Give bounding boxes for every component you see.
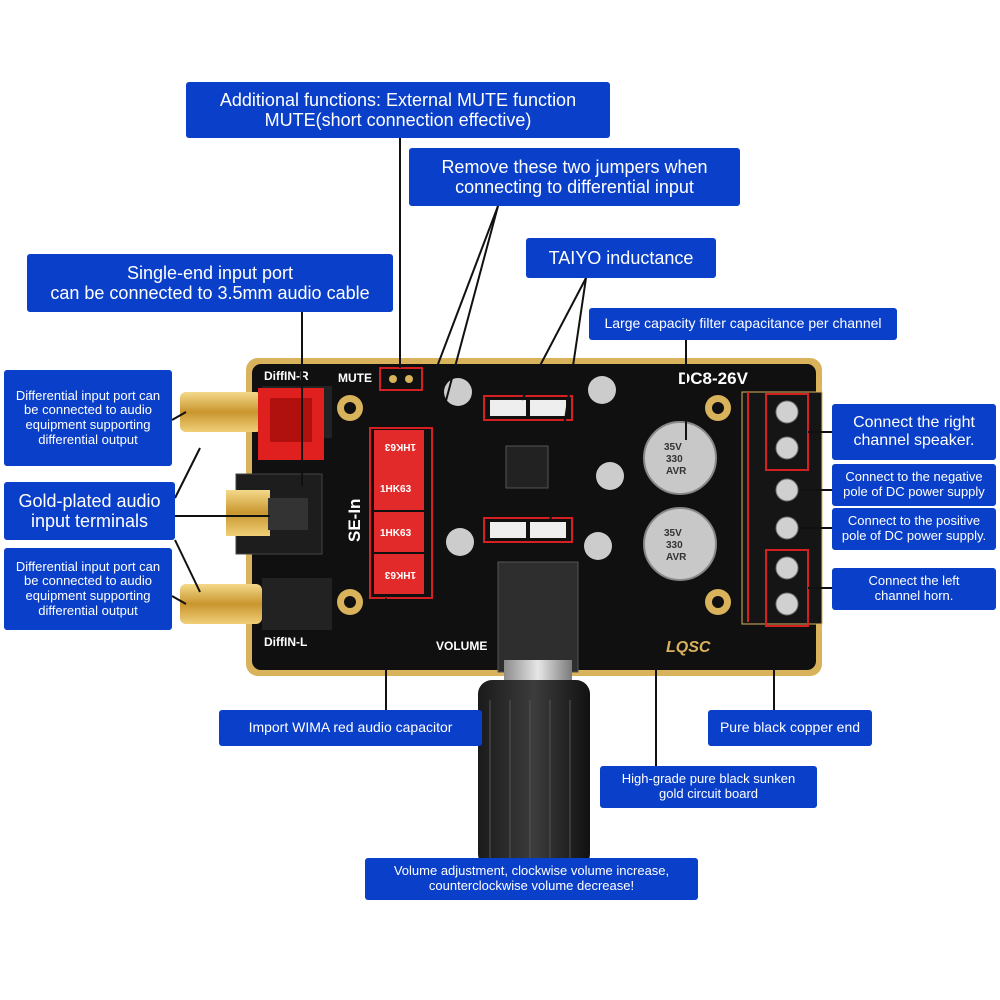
callout-circuit-board: High-grade pure black sunken gold circui… — [600, 766, 817, 808]
callout-gold-plated: Gold-plated audio input terminals — [4, 482, 175, 540]
callout-diff-r: Differential input port can be connected… — [4, 370, 172, 466]
terminal-screws — [775, 400, 799, 616]
svg-text:35V: 35V — [664, 442, 682, 453]
callout-wima: Import WIMA red audio capacitor — [219, 710, 482, 746]
callout-left-horn: Connect the left channel horn. — [832, 568, 996, 610]
silk-dc: DC8-26V — [678, 369, 749, 388]
silk-diffin-r: DiffIN-R — [264, 369, 309, 383]
silk-volume: VOLUME — [436, 639, 487, 653]
callout-pos-pole: Connect to the positive pole of DC power… — [832, 508, 996, 550]
callout-diff-l: Differential input port can be connected… — [4, 548, 172, 630]
wima-cap-codes: 1HK63 1HK63 1HK63 1HK63 — [380, 441, 416, 580]
cap-code-4: 1HK63 — [384, 569, 416, 580]
silk-mute: MUTE — [338, 371, 372, 385]
elec-cap-text-2: 35V 330 AVR — [664, 528, 687, 563]
elec-cap-text-1: 35V 330 AVR — [664, 442, 687, 477]
cap-code-3: 1HK63 — [380, 528, 412, 539]
filter-capacitors — [643, 421, 717, 581]
silk-brand: LQSC — [666, 639, 711, 656]
volume-knob — [478, 680, 590, 868]
rca-jack-left — [180, 578, 332, 630]
volume-potentiometer — [497, 561, 579, 673]
silk-se-in: SE-In — [345, 499, 364, 542]
callout-copper-end: Pure black copper end — [708, 710, 872, 746]
svg-text:330: 330 — [666, 454, 683, 465]
svg-text:AVR: AVR — [666, 552, 687, 563]
cap-code-2: 1HK63 — [380, 484, 412, 495]
callout-right-speaker: Connect the right channel speaker. — [832, 404, 996, 460]
callout-filter-cap: Large capacity filter capacitance per ch… — [589, 308, 897, 340]
callout-neg-pole: Connect to the negative pole of DC power… — [832, 464, 996, 506]
silk-diffin-l: DiffIN-L — [264, 635, 307, 649]
leader-lines — [171, 138, 832, 868]
svg-text:35V: 35V — [664, 528, 682, 539]
callout-mute: Additional functions: External MUTE func… — [186, 82, 610, 138]
callout-taiyo: TAIYO inductance — [526, 238, 716, 278]
callout-jumpers: Remove these two jumpers when connecting… — [409, 148, 740, 206]
callout-volume-adj: Volume adjustment, clockwise volume incr… — [365, 858, 698, 900]
svg-text:AVR: AVR — [666, 466, 687, 477]
callout-single-end: Single-end input port can be connected t… — [27, 254, 393, 312]
cap-code-1: 1HK63 — [384, 441, 416, 452]
svg-text:330: 330 — [666, 540, 683, 551]
amp-chip — [505, 445, 549, 489]
wima-capacitors — [374, 430, 424, 594]
screw-terminal-block — [741, 391, 823, 625]
